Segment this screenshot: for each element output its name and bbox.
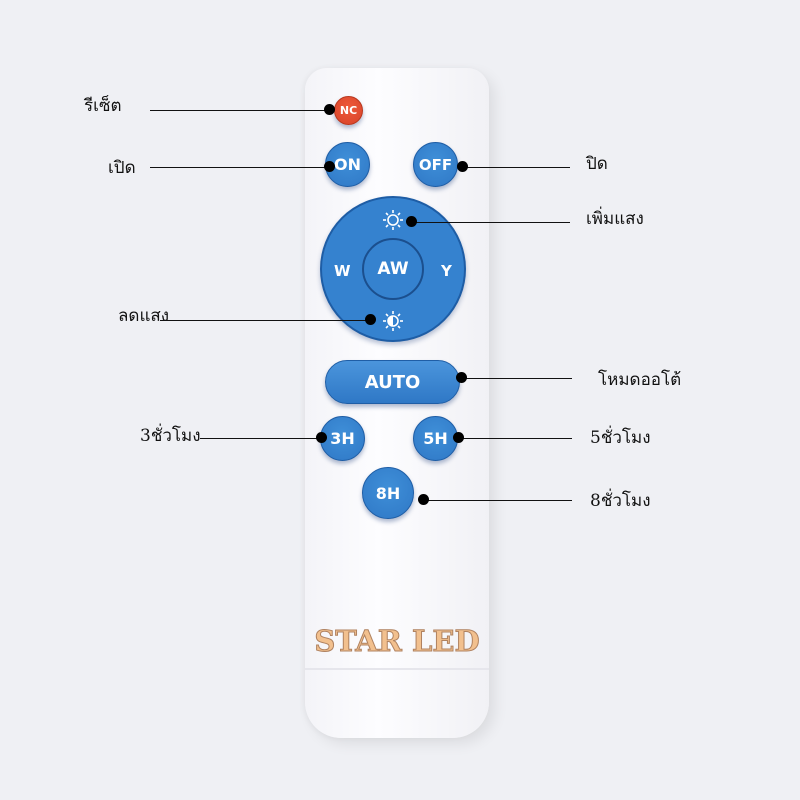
callout-line: [412, 222, 570, 223]
callout-line: [458, 438, 572, 439]
aw-button[interactable]: AW: [362, 238, 424, 300]
auto-button[interactable]: AUTO: [325, 360, 460, 404]
callout-dot: [457, 161, 468, 172]
callout-dot: [406, 216, 417, 227]
w-button[interactable]: W: [334, 262, 351, 280]
callout-line: [462, 378, 572, 379]
callout-dot: [324, 161, 335, 172]
brightness-down-icon[interactable]: [382, 310, 404, 332]
callout-dot: [365, 314, 376, 325]
label-dimmer: ลดแสง: [118, 306, 170, 326]
callout-line: [150, 110, 330, 111]
label-brighter: เพิ่มแสง: [586, 209, 644, 229]
on-button[interactable]: ON: [325, 142, 370, 187]
reset-button[interactable]: NC: [334, 96, 363, 125]
label-8h: 8ชั่วโมง: [590, 491, 651, 511]
callout-line: [462, 167, 570, 168]
callout-line: [160, 320, 370, 321]
callout-dot: [456, 372, 467, 383]
8h-button[interactable]: 8H: [362, 467, 414, 519]
y-button[interactable]: Y: [441, 262, 452, 280]
label-5h: 5ชั่วโมง: [590, 428, 651, 448]
callout-line: [200, 438, 322, 439]
callout-line: [424, 500, 572, 501]
brightness-up-icon[interactable]: [382, 209, 404, 231]
label-off: ปิด: [586, 154, 608, 174]
color-dial: W AW Y: [320, 196, 466, 342]
callout-dot: [453, 432, 464, 443]
brand-logo: STAR LED: [314, 624, 480, 659]
callout-dot: [324, 104, 335, 115]
3h-button[interactable]: 3H: [320, 416, 365, 461]
callout-dot: [418, 494, 429, 505]
callout-dot: [316, 432, 327, 443]
label-auto: โหมดออโต้: [598, 370, 682, 390]
label-on: เปิด: [108, 158, 136, 178]
off-button[interactable]: OFF: [413, 142, 458, 187]
label-3h: 3ชั่วโมง: [140, 426, 201, 446]
5h-button[interactable]: 5H: [413, 416, 458, 461]
divider: [305, 668, 489, 670]
label-reset: รีเซ็ต: [84, 96, 122, 116]
callout-line: [150, 167, 330, 168]
